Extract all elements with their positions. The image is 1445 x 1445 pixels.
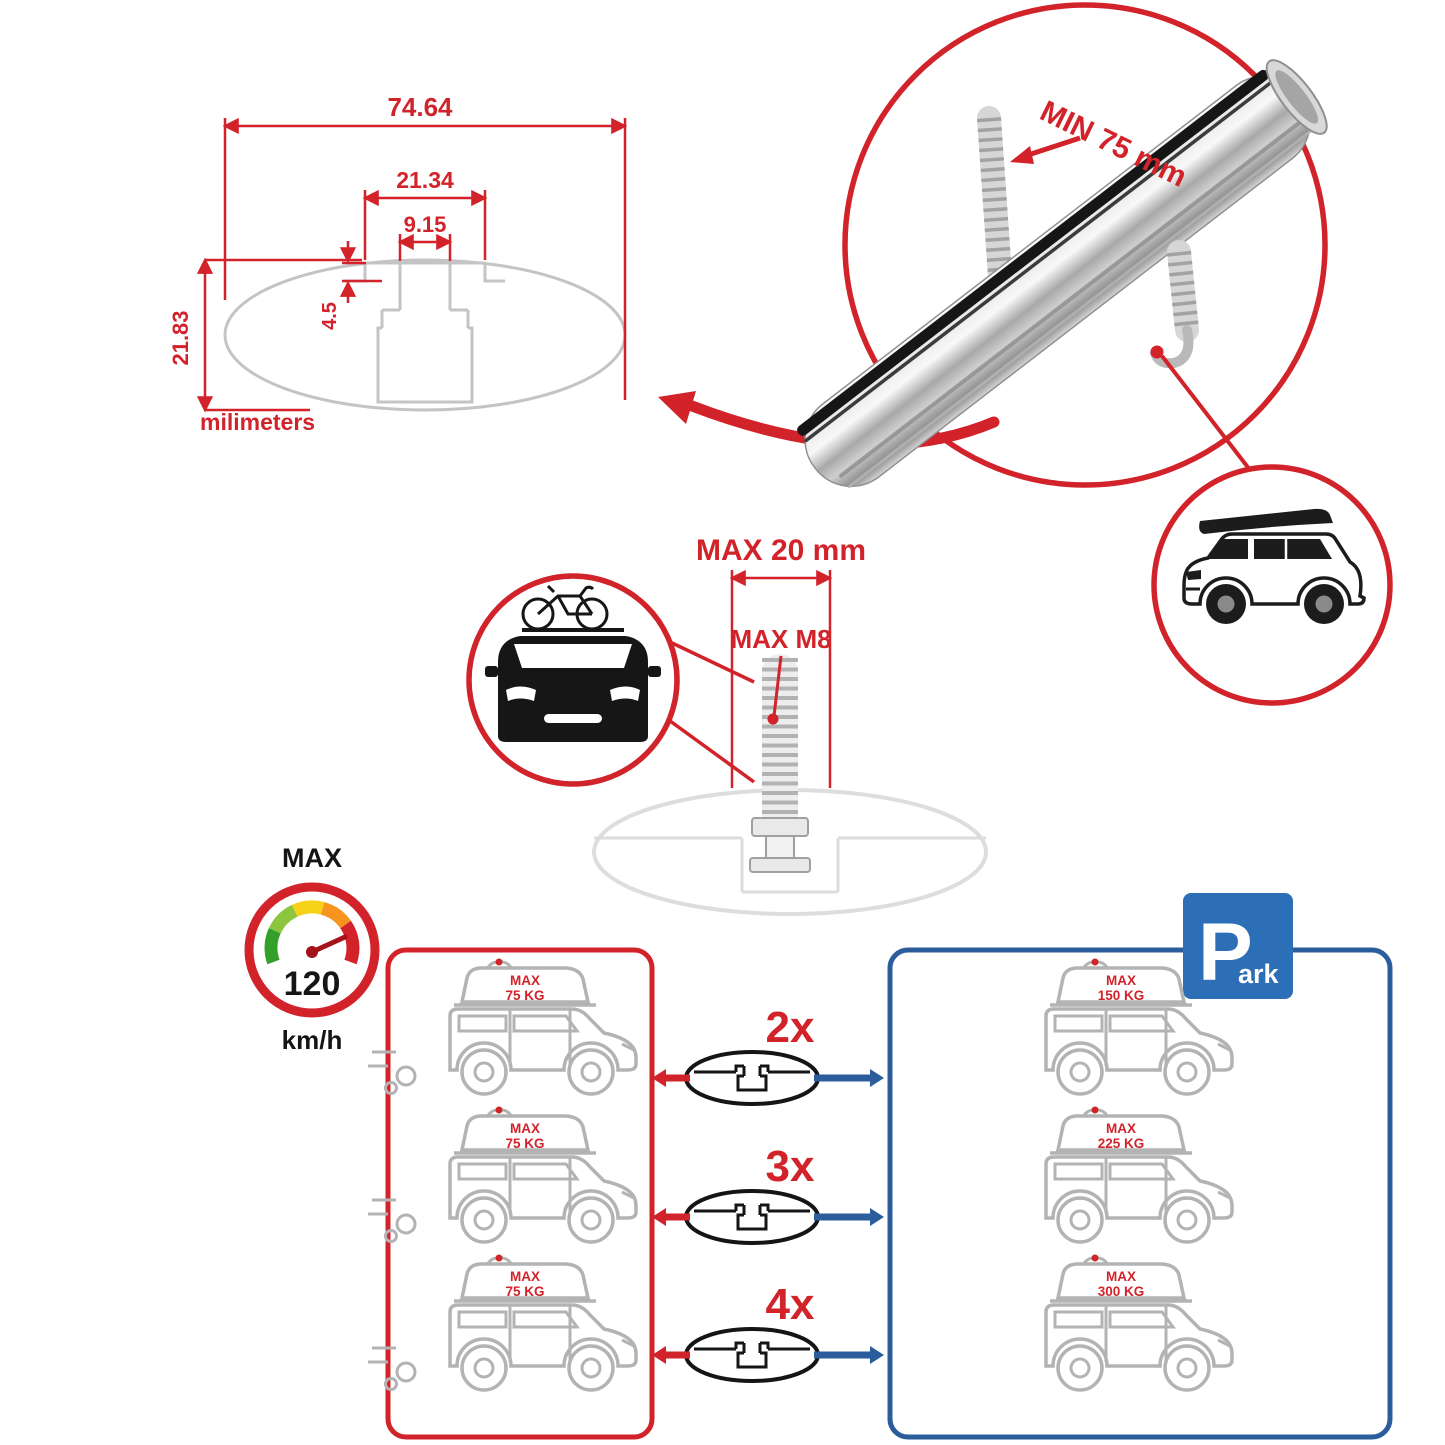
exhaust-smoke-icon [368, 1198, 417, 1243]
clamp-hook-icon [1150, 240, 1199, 369]
bolt-max-thread-label: MAX M8 [730, 624, 831, 654]
bolt-max-length-label: MAX 20 mm [696, 534, 866, 567]
crossbar-detail-section: MIN 75 mm [797, 2, 1393, 706]
dim-slot-width-label: 9.15 [404, 212, 447, 237]
cargo-max-label: MAX [510, 1269, 540, 1284]
bar-count-label: 3x [766, 1142, 815, 1191]
bar-count-label: 2x [766, 1003, 815, 1052]
dim-plateau-width-label: 21.34 [396, 167, 454, 193]
arrow-left-icon [652, 1346, 690, 1364]
speed-value: 120 [284, 965, 341, 1003]
driving-car-row: MAX 75 KG [368, 1106, 638, 1244]
dim-slot-depth-label: 4.5 [319, 302, 341, 330]
dim-bolt-length: MAX 20 mm [696, 534, 866, 788]
arrow-right-icon [814, 1069, 884, 1087]
driving-car-row: MAX 75 KG [368, 958, 638, 1096]
cargo-weight-label: 75 KG [505, 1136, 544, 1151]
crossbar-cross-section-diagram: 74.64 21.34 9.15 4.5 21.83 milimeters [168, 92, 628, 435]
dim-total-height: 21.83 [168, 257, 362, 413]
dim-slot-width: 9.15 [397, 212, 453, 261]
crossbar-ellipse-icon [684, 1050, 820, 1106]
parking-car-row: MAX 150 KG [1044, 958, 1234, 1096]
arrow-right-icon [814, 1208, 884, 1226]
driving-car-row: MAX 75 KG [368, 1254, 638, 1392]
car-bike-callout [466, 573, 680, 787]
crossbar-profile-icon [223, 258, 627, 412]
units-label: milimeters [200, 409, 315, 435]
park-sign-ark: ark [1238, 959, 1280, 989]
arrow-left-icon [652, 1069, 690, 1087]
detail-zoom-circle [842, 2, 1328, 488]
dim-slot-depth: 4.5 [319, 241, 382, 330]
clamp-hook-icon [977, 106, 1013, 302]
cargo-max-label: MAX [510, 1121, 540, 1136]
dim-total-width: 74.64 [222, 92, 628, 400]
car-front-bike-icon [485, 584, 661, 742]
exhaust-smoke-icon [368, 1050, 417, 1095]
cargo-weight-label: 225 KG [1098, 1136, 1145, 1151]
bar-count-row: 3x [652, 1142, 884, 1245]
crossbar-photo [797, 59, 1328, 489]
speed-unit: km/h [282, 1025, 343, 1055]
cargo-weight-label: 300 KG [1098, 1284, 1145, 1299]
arrow-right-icon [814, 1346, 884, 1364]
suv-roofbox-icon [1182, 508, 1366, 624]
cargo-max-label: MAX [1106, 973, 1136, 988]
park-sign: P ark [1183, 893, 1293, 999]
cargo-weight-label: 150 KG [1098, 988, 1145, 1003]
cargo-max-label: MAX [510, 973, 540, 988]
arrow-left-icon [652, 1208, 690, 1226]
cargo-max-label: MAX [1106, 1121, 1136, 1136]
load-capacity-panels: P ark MAX 75 KG MAX 75 KG MAX 75 KG [368, 893, 1393, 1440]
crossbar-ellipse-icon [684, 1327, 820, 1383]
bolt-section: MAX 20 mm MAX M8 [466, 534, 988, 916]
dim-total-width-label: 74.64 [387, 92, 453, 122]
speed-max-label: MAX [282, 843, 342, 873]
cargo-max-label: MAX [1106, 1269, 1136, 1284]
bolt-thread-annotation: MAX M8 [730, 624, 832, 725]
parking-panel-frame [887, 947, 1393, 1440]
crossbar-ellipse-icon [684, 1189, 820, 1245]
bar-count-label: 4x [766, 1280, 815, 1329]
parking-car-row: MAX 225 KG [1044, 1106, 1234, 1244]
bar-count-row: 2x [652, 1003, 884, 1106]
dim-plateau-width: 21.34 [362, 167, 488, 260]
speed-limit-badge: MAX 120 km/h [244, 843, 380, 1055]
cargo-weight-label: 75 KG [505, 1284, 544, 1299]
dim-total-height-label: 21.83 [168, 310, 193, 365]
bar-count-row: 4x [652, 1280, 884, 1383]
cargo-weight-label: 75 KG [505, 988, 544, 1003]
suv-roofbox-callout [1151, 464, 1393, 706]
speedometer-icon [244, 882, 380, 1018]
exhaust-smoke-icon [368, 1346, 417, 1391]
bolt-icon [749, 654, 811, 873]
park-sign-p: P [1198, 907, 1253, 998]
parking-car-row: MAX 300 KG [1044, 1254, 1234, 1392]
